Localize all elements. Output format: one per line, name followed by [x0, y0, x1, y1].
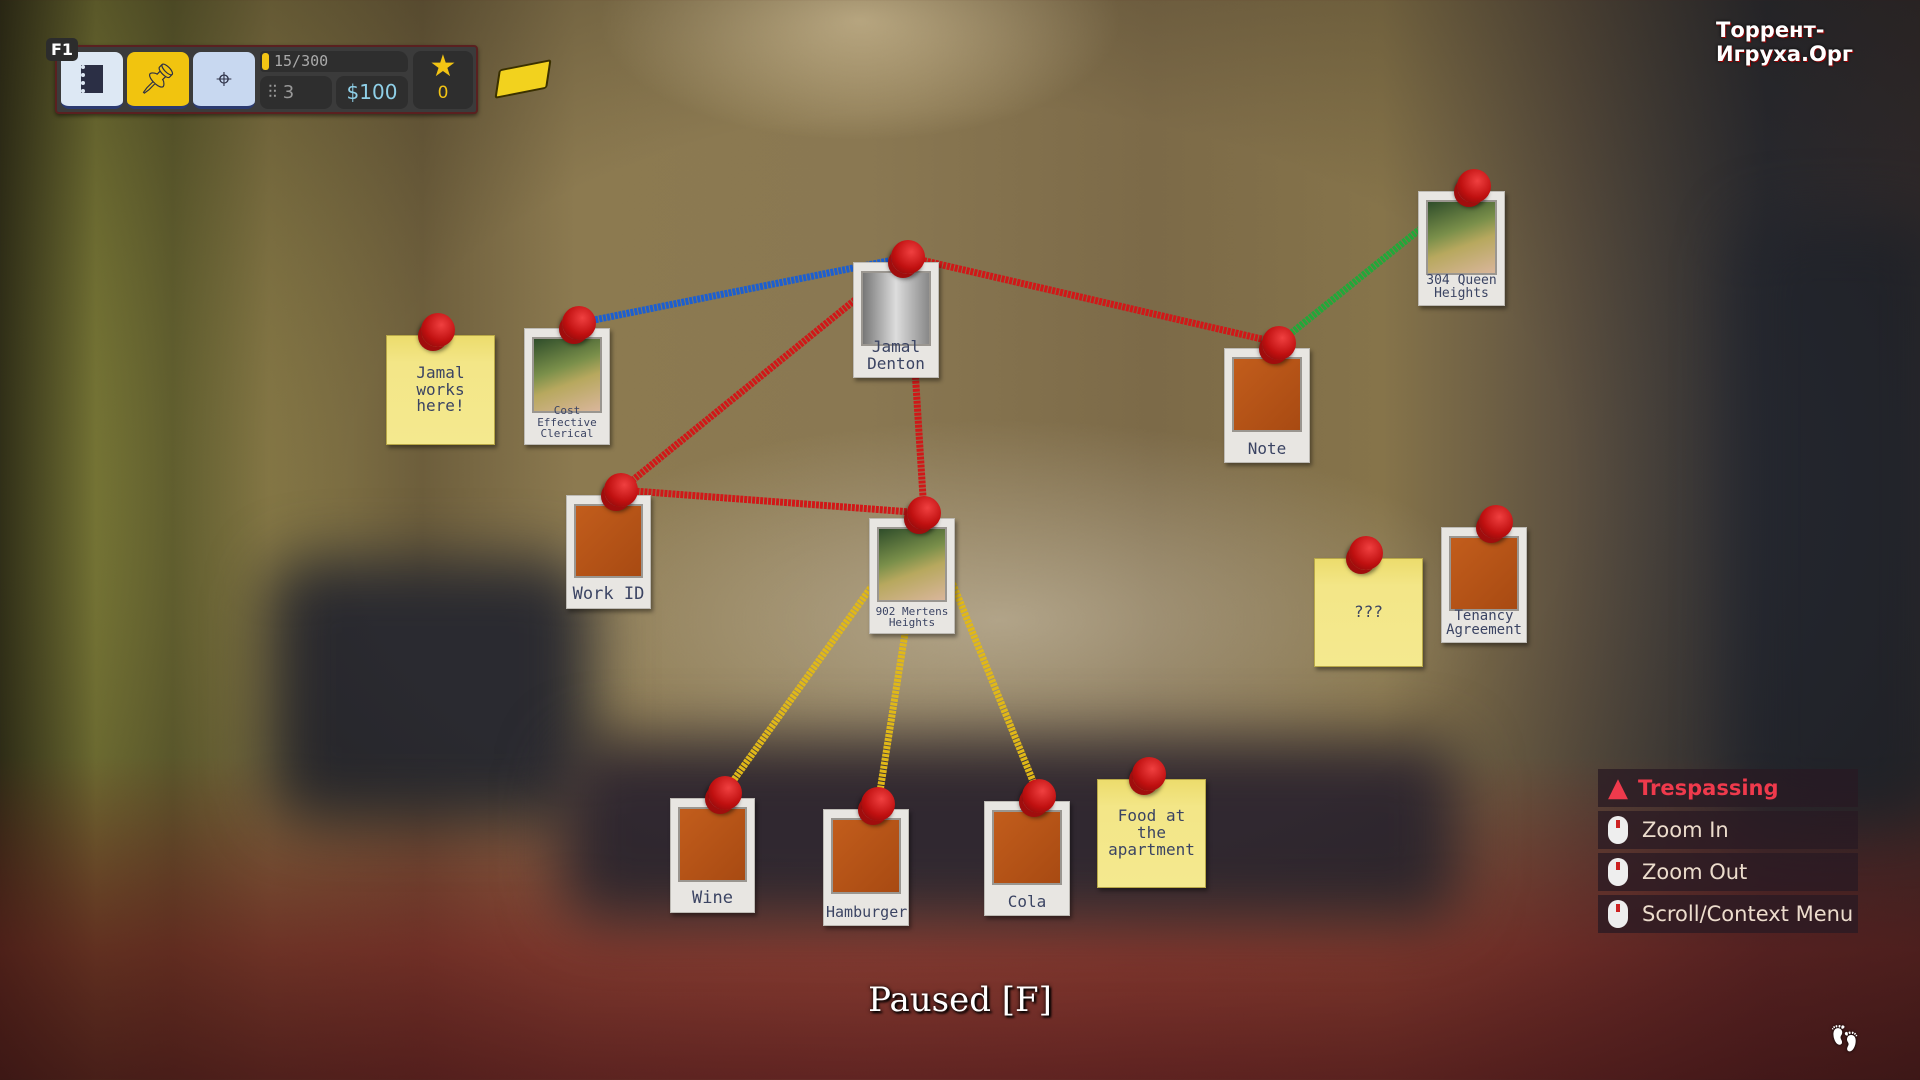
notebook-icon: [81, 65, 103, 93]
pushpin-icon[interactable]: [562, 306, 596, 340]
card-caption: Note: [1247, 439, 1287, 459]
lockpicks-count: 3: [282, 82, 295, 103]
evidence-card-tenancy[interactable]: Tenancy Agreement: [1441, 527, 1527, 643]
stars-count: 0: [437, 83, 449, 103]
warning-icon: ▲: [1608, 773, 1628, 803]
card-caption: Work ID: [572, 584, 645, 605]
control-hint-zoom-in: Zoom In: [1598, 811, 1858, 849]
sticky-text: ???: [1354, 602, 1383, 622]
control-label: Zoom Out: [1642, 860, 1748, 884]
item-photo: [992, 810, 1062, 885]
pin-board-button[interactable]: 📌︎: [127, 52, 189, 109]
card-caption: Cola: [1007, 892, 1047, 912]
footsteps-icon: 👣︎: [1828, 1024, 1862, 1054]
building-photo: [877, 527, 947, 603]
building-photo: [532, 337, 602, 413]
evidence-card-mertens[interactable]: 902 Mertens Heights: [869, 518, 955, 634]
map-button[interactable]: ⌖: [193, 52, 255, 109]
control-label: Scroll/Context Menu: [1642, 902, 1854, 926]
notebook-button[interactable]: [61, 52, 123, 109]
pushpin-icon[interactable]: [1022, 779, 1056, 813]
building-photo: [1426, 200, 1497, 275]
string-jamal-denton-note[interactable]: [907, 253, 1280, 347]
sticky-note-unknown[interactable]: ???: [1314, 558, 1423, 667]
card-caption: Tenancy Agreement: [1446, 607, 1522, 639]
progress-fill: [262, 53, 270, 70]
sticky-note-food[interactable]: Food at the apartment: [1097, 779, 1206, 888]
stars-counter: ★ 0: [413, 51, 473, 109]
item-photo: [574, 504, 643, 578]
paused-label: Paused [F]: [868, 980, 1052, 1020]
control-hint-zoom-out: Zoom Out: [1598, 853, 1858, 891]
card-caption: Hamburger: [826, 903, 908, 922]
pushpin-icon[interactable]: [907, 496, 941, 530]
evidence-card-cost-effective[interactable]: Cost Effective Clerical: [524, 328, 610, 445]
star-icon: ★: [429, 49, 457, 84]
progress-text: 15/300: [274, 52, 329, 70]
card-caption: Cost Effective Clerical: [537, 404, 597, 441]
hud-toolbar: 📌︎ ⌖ 15/300 ⫶⫶ 3 $100 ★ 0: [55, 45, 478, 114]
mouse-scroll-icon: [1608, 816, 1628, 844]
evidence-card-jamal-denton[interactable]: Jamal Denton: [853, 262, 939, 378]
card-caption: 902 Mertens Heights: [875, 604, 949, 630]
watermark: Торрент-Игруха.Орг: [1716, 18, 1853, 66]
evidence-card-cola[interactable]: Cola: [984, 801, 1070, 916]
pushpin-icon[interactable]: [1131, 757, 1166, 791]
sticky-text: Jamal works here!: [416, 362, 465, 416]
evidence-card-work-id[interactable]: Work ID: [566, 495, 651, 609]
money-counter: $100: [336, 76, 408, 109]
evidence-card-wine[interactable]: Wine: [670, 798, 755, 913]
progress-bar: 15/300: [260, 51, 408, 72]
mouse-right-click-icon: [1608, 900, 1628, 928]
control-hint-context-menu: Scroll/Context Menu: [1598, 895, 1858, 933]
lockpicks-counter: ⫶⫶ 3: [260, 76, 332, 109]
evidence-card-queen[interactable]: 304 Queen Heights: [1418, 191, 1505, 306]
pushpin-icon[interactable]: [603, 473, 638, 507]
card-caption: 304 Queen Heights: [1426, 272, 1497, 302]
pushpin-icon[interactable]: [1479, 505, 1513, 539]
control-label: Zoom In: [1642, 818, 1729, 842]
item-photo: [831, 818, 901, 894]
pushpin-icon[interactable]: [1262, 326, 1296, 360]
item-photo: [1232, 357, 1302, 432]
pushpin-icon: 📌︎: [138, 61, 178, 97]
string-work-id-mertens[interactable]: [620, 486, 925, 517]
sticky-note-jamal-note[interactable]: Jamal works here!: [386, 335, 495, 445]
evidence-card-note[interactable]: Note: [1224, 348, 1310, 463]
map-icon: ⌖: [216, 62, 232, 95]
silhouette-photo: [861, 271, 931, 347]
item-photo: [1449, 536, 1519, 612]
lockpick-icon: ⫶⫶: [268, 82, 277, 103]
card-caption: Jamal Denton: [867, 337, 925, 374]
mouse-scroll-icon: [1608, 858, 1628, 886]
hotkey-badge: F1: [46, 38, 79, 61]
card-caption: Wine: [692, 888, 733, 909]
evidence-card-hamburger[interactable]: Hamburger: [823, 809, 909, 926]
pushpin-icon[interactable]: [861, 787, 895, 821]
item-photo: [678, 807, 747, 882]
pushpin-icon[interactable]: [420, 313, 455, 347]
status-label: Trespassing: [1638, 776, 1779, 800]
status-trespassing: ▲ Trespassing: [1598, 769, 1858, 807]
pushpin-icon[interactable]: [891, 240, 925, 274]
pushpin-icon[interactable]: [707, 776, 742, 810]
sticky-text: Food at the apartment: [1108, 806, 1195, 859]
pushpin-icon[interactable]: [1348, 536, 1383, 570]
pushpin-icon[interactable]: [1456, 169, 1491, 203]
